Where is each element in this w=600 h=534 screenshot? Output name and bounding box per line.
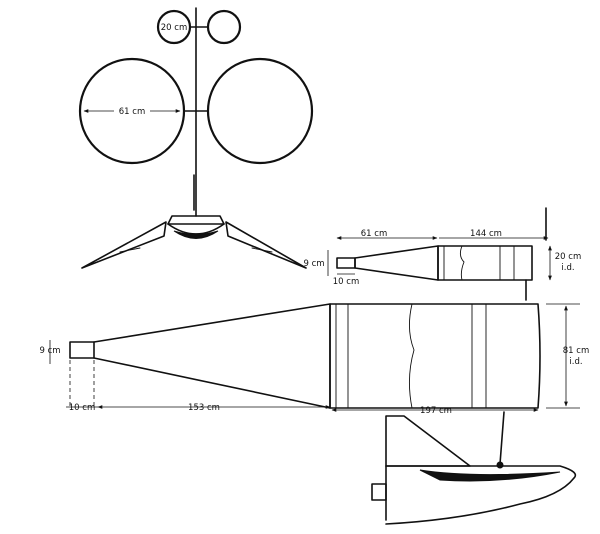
- small-funnel-break: [459, 245, 465, 281]
- small-cup-right: [206, 9, 242, 45]
- large-funnel-body: [329, 303, 541, 409]
- large-funnel-body-diameter-label: 81 cm: [563, 346, 589, 356]
- large-funnel-ring-2: [471, 303, 487, 409]
- small-funnel-mouth-label: 61 cm: [361, 229, 387, 239]
- tail-vane-assembly: [371, 411, 577, 525]
- small-funnel-cone: [354, 245, 439, 281]
- float-tab: [371, 483, 387, 501]
- small-funnel-body-id-label: i.d.: [561, 263, 574, 273]
- small-cup-diameter-label: 20 cm: [161, 23, 187, 33]
- support-strut: [499, 411, 505, 465]
- strut-pivot: [496, 461, 504, 469]
- large-funnel-inlet-length-label: 10 cm: [69, 403, 95, 413]
- large-funnel-break: [409, 303, 415, 409]
- large-funnel-inlet: [69, 341, 95, 359]
- tail-fin: [385, 415, 471, 467]
- large-funnel-cone-label: 153 cm: [188, 403, 220, 413]
- large-funnel-sampler: 9 cm 10 cm 153 cm 197 cm 81 cm i.d.: [39, 303, 589, 416]
- small-funnel-inlet-label: 9 cm: [303, 259, 324, 269]
- small-funnel-inlet-length-label: 10 cm: [333, 277, 359, 287]
- large-cup-diameter-label: 61 cm: [119, 107, 145, 117]
- vane-base: [81, 215, 307, 269]
- small-funnel-body-label: 144 cm: [470, 229, 502, 239]
- small-funnel-inlet: [336, 257, 356, 269]
- rotating-sampler: 20 cm 61 cm: [78, 7, 314, 269]
- float-hull: [385, 465, 577, 525]
- float-keel: [419, 469, 561, 482]
- large-cup-right: [206, 57, 314, 165]
- small-funnel-body-diameter-label: 20 cm: [555, 252, 581, 262]
- large-funnel-inlet-label: 9 cm: [39, 346, 60, 356]
- large-funnel-ring-1: [335, 303, 349, 409]
- small-funnel-body: [437, 245, 533, 281]
- small-funnel-sampler: 61 cm 144 cm 9 cm 10 cm 20 cm i.d.: [303, 207, 581, 301]
- large-funnel-body-label: 197 cm: [420, 406, 452, 416]
- large-funnel-cone: [93, 303, 331, 409]
- large-funnel-body-id-label: i.d.: [569, 357, 582, 367]
